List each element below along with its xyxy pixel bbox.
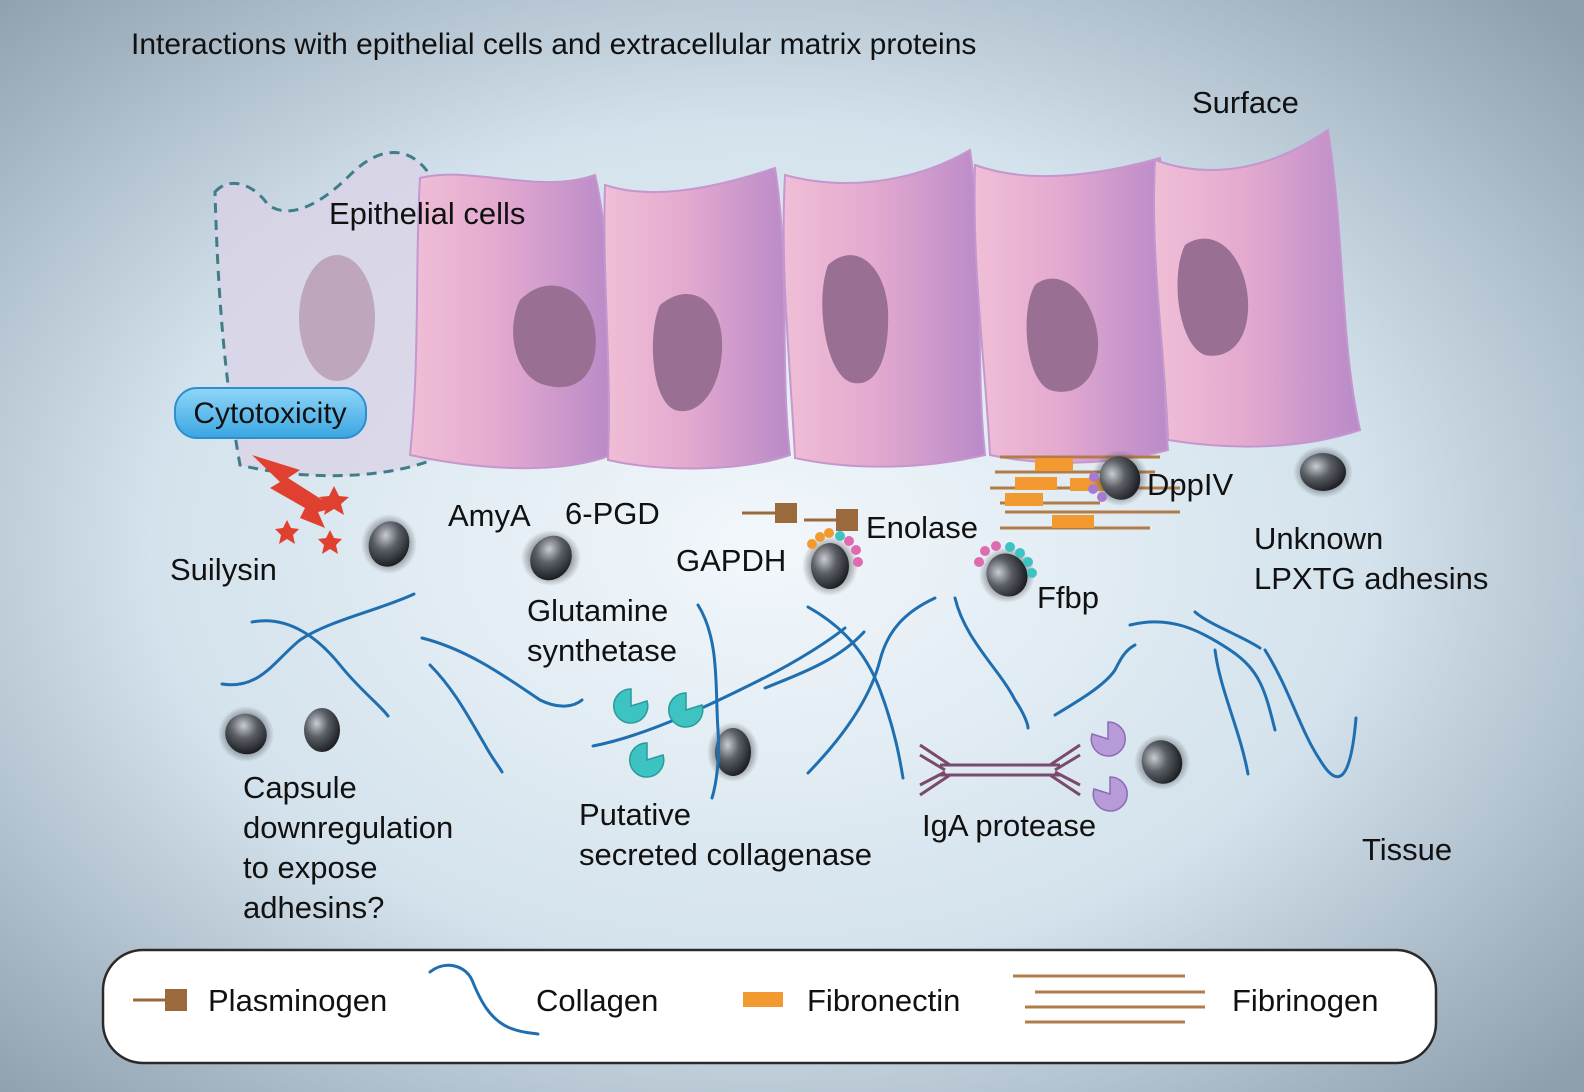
enolase-label: Enolase	[866, 510, 978, 545]
collagenase-molecules	[613, 688, 704, 778]
capsule-line: Capsule	[243, 770, 357, 805]
cytotoxicity-label: Cytotoxicity	[193, 397, 346, 430]
iga-protease-icon	[1090, 721, 1126, 757]
legend: Plasminogen Collagen Fibronectin Fibrino…	[101, 948, 1438, 1065]
nucleus	[652, 293, 723, 412]
legend-fibronectin-label: Fibronectin	[807, 983, 960, 1018]
cytotoxicity-badge: Cytotoxicity	[174, 387, 367, 439]
bacterium-suilysin	[361, 514, 417, 574]
bacterium-dppiv	[1092, 450, 1148, 506]
lysed-cell-nucleus	[299, 255, 375, 381]
nucleus	[1026, 278, 1099, 392]
unknown-lpxtg-line: Unknown	[1254, 521, 1383, 556]
fibronectin-icon	[743, 992, 783, 1007]
star-icon	[275, 520, 299, 544]
star-icon	[319, 486, 349, 515]
suilysin-toxin-icon	[252, 455, 349, 554]
legend-collagen: Collagen	[428, 963, 658, 1036]
epithelial-cell	[782, 148, 987, 468]
tissue-label: Tissue	[1362, 832, 1452, 867]
iga-protease-icon	[1092, 776, 1128, 812]
capsule-downregulation-label: Capsule downregulation to expose adhesin…	[243, 770, 462, 925]
bacterium-capsule-b	[304, 708, 340, 752]
bacterium-amya-6pgd	[521, 530, 581, 586]
gapdh-enolase-beads	[807, 528, 863, 567]
bacterium-capsule-a	[218, 706, 274, 762]
legend-fibrinogen-label: Fibrinogen	[1232, 983, 1378, 1018]
collagenase-icon	[629, 742, 665, 778]
fibrinogen-icon	[1013, 974, 1205, 1024]
epithelial-cells-label: Epithelial cells	[329, 196, 525, 231]
iga-protease-molecules	[1090, 721, 1128, 812]
epithelial-cell	[1153, 128, 1362, 448]
unknown-lpxtg-label: Unknown LPXTG adhesins	[1254, 521, 1488, 596]
ffbp-beads	[974, 541, 1037, 578]
nucleus	[513, 285, 596, 388]
bacterium-iga	[1134, 734, 1190, 790]
collagenase-line: Putative	[579, 797, 691, 832]
suilysin-label: Suilysin	[170, 552, 277, 587]
bacteria	[218, 446, 1353, 790]
amya-label: AmyA	[448, 498, 531, 533]
bacterium-gapdh	[802, 536, 858, 596]
dppiv-beads	[1088, 472, 1107, 502]
iga-antibody-icon	[919, 743, 1081, 797]
bacterium-unknown-lpxtg	[1293, 446, 1353, 498]
legend-fibronectin: Fibronectin	[743, 983, 960, 1018]
collagen-icon	[428, 963, 540, 1036]
diagram-title: Interactions with epithelial cells and e…	[131, 28, 976, 61]
star-icon	[318, 530, 342, 554]
dppiv-label: DppIV	[1147, 467, 1233, 502]
bacterium-ffbp	[979, 547, 1035, 603]
plasminogen-icon	[165, 989, 187, 1011]
legend-fibrinogen: Fibrinogen	[1013, 974, 1378, 1024]
capsule-line: adhesins?	[243, 890, 384, 925]
capsule-line: downregulation	[243, 810, 453, 845]
legend-collagen-label: Collagen	[536, 983, 658, 1018]
gapdh-label: GAPDH	[676, 543, 786, 578]
nucleus	[822, 255, 889, 384]
ffbp-label: Ffbp	[1037, 580, 1099, 615]
glutamine-line: synthetase	[527, 633, 677, 668]
collagen-fibers	[220, 592, 1358, 800]
collagenase-icon	[613, 688, 649, 724]
epithelial-cell	[603, 166, 792, 470]
nucleus	[1177, 238, 1249, 356]
glutamine-synthetase-label: Glutamine synthetase	[527, 593, 677, 668]
putative-collagenase-label: Putative secreted collagenase	[579, 797, 872, 872]
glutamine-line: Glutamine	[527, 593, 668, 628]
bacterium-collagenase	[707, 722, 759, 782]
iga-protease-label: IgA protease	[922, 808, 1096, 843]
legend-plasminogen-label: Plasminogen	[208, 983, 387, 1018]
legend-plasminogen: Plasminogen	[133, 983, 387, 1018]
surface-label: Surface	[1192, 85, 1299, 120]
capsule-line: to expose	[243, 850, 377, 885]
epithelial-cell-row	[408, 128, 1362, 470]
epithelial-cell	[408, 173, 614, 470]
plasminogen-markers	[742, 503, 858, 531]
collagenase-icon	[668, 692, 704, 728]
collagenase-line: secreted collagenase	[579, 837, 872, 872]
unknown-lpxtg-line: LPXTG adhesins	[1254, 561, 1488, 596]
epithelial-cell	[973, 156, 1170, 464]
6pgd-label: 6-PGD	[565, 496, 660, 531]
